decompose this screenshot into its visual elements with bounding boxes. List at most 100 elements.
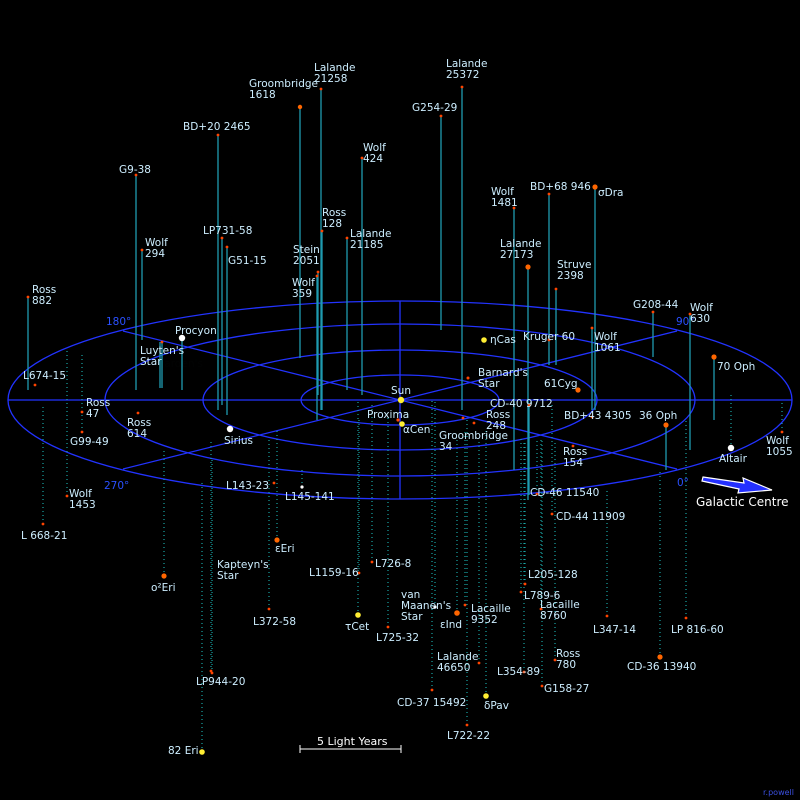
star-label-line: L 668-21: [21, 530, 67, 542]
star-label-line: Wolf: [594, 331, 617, 343]
star-dot-g99: [80, 430, 84, 434]
star-dot-lp816: [684, 616, 688, 620]
star-label-70oph: 70 Oph: [717, 361, 755, 373]
star-dot-l145: [300, 485, 304, 489]
star-dot-cd37: [430, 688, 434, 692]
star-label-line: Star: [140, 356, 162, 368]
star-dot-groom34: [461, 416, 465, 420]
star-label-spav: δPav: [484, 700, 509, 712]
star-dot-sdra: [592, 184, 598, 190]
star-label-line: Sun: [391, 385, 411, 397]
star-dot-sun: [397, 396, 405, 404]
star-label-line: LP731-58: [203, 225, 252, 237]
star-label-cd46: CD-46 11540: [530, 487, 599, 499]
star-label-line: 424: [363, 153, 383, 165]
star-label-line: L354-89: [497, 666, 540, 678]
star-label-l726: L726-8: [375, 558, 411, 570]
star-label-line: Lalande: [437, 651, 478, 663]
galactic-centre-arrow: [701, 476, 773, 494]
star-label-line: o²Eri: [151, 582, 176, 594]
angle-label-270: 270°: [104, 480, 129, 492]
star-label-line: BD+68 946: [530, 181, 591, 193]
star-dot-wolf424: [360, 156, 364, 160]
star-dot-vanmaanen: [433, 605, 437, 609]
star-dot-l372: [267, 607, 271, 611]
star-label-cd37: CD-37 15492: [397, 697, 466, 709]
star-label-line: G99-49: [70, 436, 109, 448]
star-label-line: εInd: [440, 619, 462, 631]
star-dot-wolf1061: [590, 326, 594, 330]
star-dot-cd46: [535, 492, 539, 496]
star-label-lp816: LP 816-60: [671, 624, 724, 636]
star-label-line: Barnard's: [478, 367, 528, 379]
star-label-line: Wolf: [491, 186, 514, 198]
star-label-lp944: LP944-20: [196, 676, 245, 688]
star-label-line: 70 Oph: [717, 361, 755, 373]
star-label-line: CD-44 11909: [556, 511, 625, 523]
star-label-line: CD-37 15492: [397, 697, 466, 709]
star-dot-etacas: [481, 337, 487, 343]
galactic-centre-label: Galactic Centre: [696, 495, 789, 509]
star-dot-l143: [272, 481, 276, 485]
angle-label-180: 180°: [106, 316, 131, 328]
star-label-82eri: 82 Eri: [168, 745, 199, 757]
star-dot-l726: [370, 560, 374, 564]
star-label-line: Luyten's: [140, 345, 184, 357]
star-dot-l789: [519, 590, 523, 594]
star-label-g158: G158-27: [544, 683, 589, 695]
star-label-line: 1055: [766, 446, 793, 458]
star-dot-bd43: [590, 415, 594, 419]
star-label-line: 2051: [293, 255, 320, 267]
star-label-line: Groombridge: [439, 430, 508, 442]
star-label-l205: L205-128: [528, 569, 578, 581]
star-label-line: L205-128: [528, 569, 578, 581]
star-dot-82eri: [199, 749, 205, 755]
star-dot-lp731: [220, 236, 224, 240]
star-label-line: Wolf: [145, 237, 168, 249]
star-dot-o2eri: [161, 573, 167, 579]
star-label-l725: L725-32: [376, 632, 419, 644]
star-dot-proxima: [396, 418, 400, 422]
star-dot-wolf359: [316, 270, 320, 274]
star-dot-lal25372: [460, 85, 464, 89]
star-label-line: van: [401, 589, 420, 601]
star-label-line: 1061: [594, 342, 621, 354]
star-label-line: Altair: [719, 453, 748, 465]
star-dot-tcet: [355, 612, 361, 618]
star-label-36oph: 36 Oph: [639, 410, 677, 422]
star-dot-ross614: [136, 411, 140, 415]
star-dot-lacaille9352: [463, 603, 467, 607]
star-label-sirius: Sirius: [224, 435, 253, 447]
star-label-cd44: CD-44 11909: [556, 511, 625, 523]
star-dot-groom1618: [297, 104, 303, 110]
star-dot-bd68: [547, 192, 551, 196]
star-label-o2eri: o²Eri: [151, 582, 176, 594]
star-dot-l725: [386, 625, 390, 629]
star-dot-acen: [399, 421, 405, 427]
star-label-etacas: ηCas: [490, 334, 516, 346]
star-label-line: 294: [145, 248, 165, 260]
star-label-bd68: BD+68 946: [530, 181, 591, 193]
star-label-line: Lalande: [350, 228, 391, 240]
star-label-line: Maanen's: [401, 600, 451, 612]
star-dot-procyon: [178, 334, 186, 342]
star-dot-stein2051: [315, 274, 319, 278]
star-dot-wolf1481: [512, 206, 516, 210]
star-label-g254: G254-29: [412, 102, 457, 114]
arrow-icon: [701, 476, 773, 494]
star-dot-lp944: [210, 671, 214, 675]
star-label-l674: L674-15: [23, 370, 66, 382]
